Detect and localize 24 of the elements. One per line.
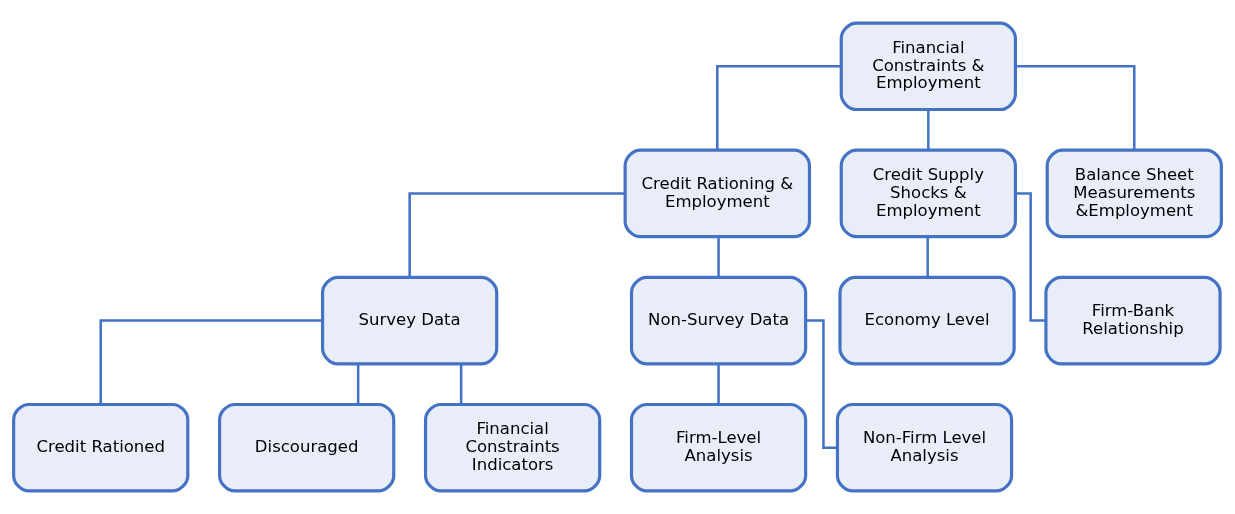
connector [408, 192, 625, 278]
connector [356, 363, 360, 405]
connector [459, 363, 463, 405]
connector [1015, 65, 1136, 151]
node-box: Financial Constraints & Employment [839, 21, 1017, 112]
node-box: Non-Firm Level Analysis [835, 402, 1014, 493]
connector [716, 65, 841, 151]
connector [717, 363, 720, 405]
node-box: Non-Survey Data [629, 275, 808, 366]
node-box: Credit Supply Shocks & Employment [839, 148, 1017, 239]
connector [717, 236, 720, 277]
node-box: Balance Sheet Measurements &Employment [1045, 148, 1223, 239]
node-box: Credit Rationing & Employment [623, 148, 812, 239]
connector [1015, 192, 1046, 322]
connector [926, 236, 929, 277]
node-box: Discouraged [218, 402, 396, 493]
connector [99, 319, 323, 405]
node-box: Survey Data [320, 275, 499, 366]
connector [927, 109, 930, 150]
node-box: Credit Rationed [12, 402, 190, 493]
node-box: Financial Constraints Indicators [423, 402, 602, 493]
node-box: Firm-Level Analysis [629, 402, 808, 493]
node-box: Economy Level [838, 275, 1016, 366]
node-box: Firm-Bank Relationship [1044, 275, 1222, 366]
